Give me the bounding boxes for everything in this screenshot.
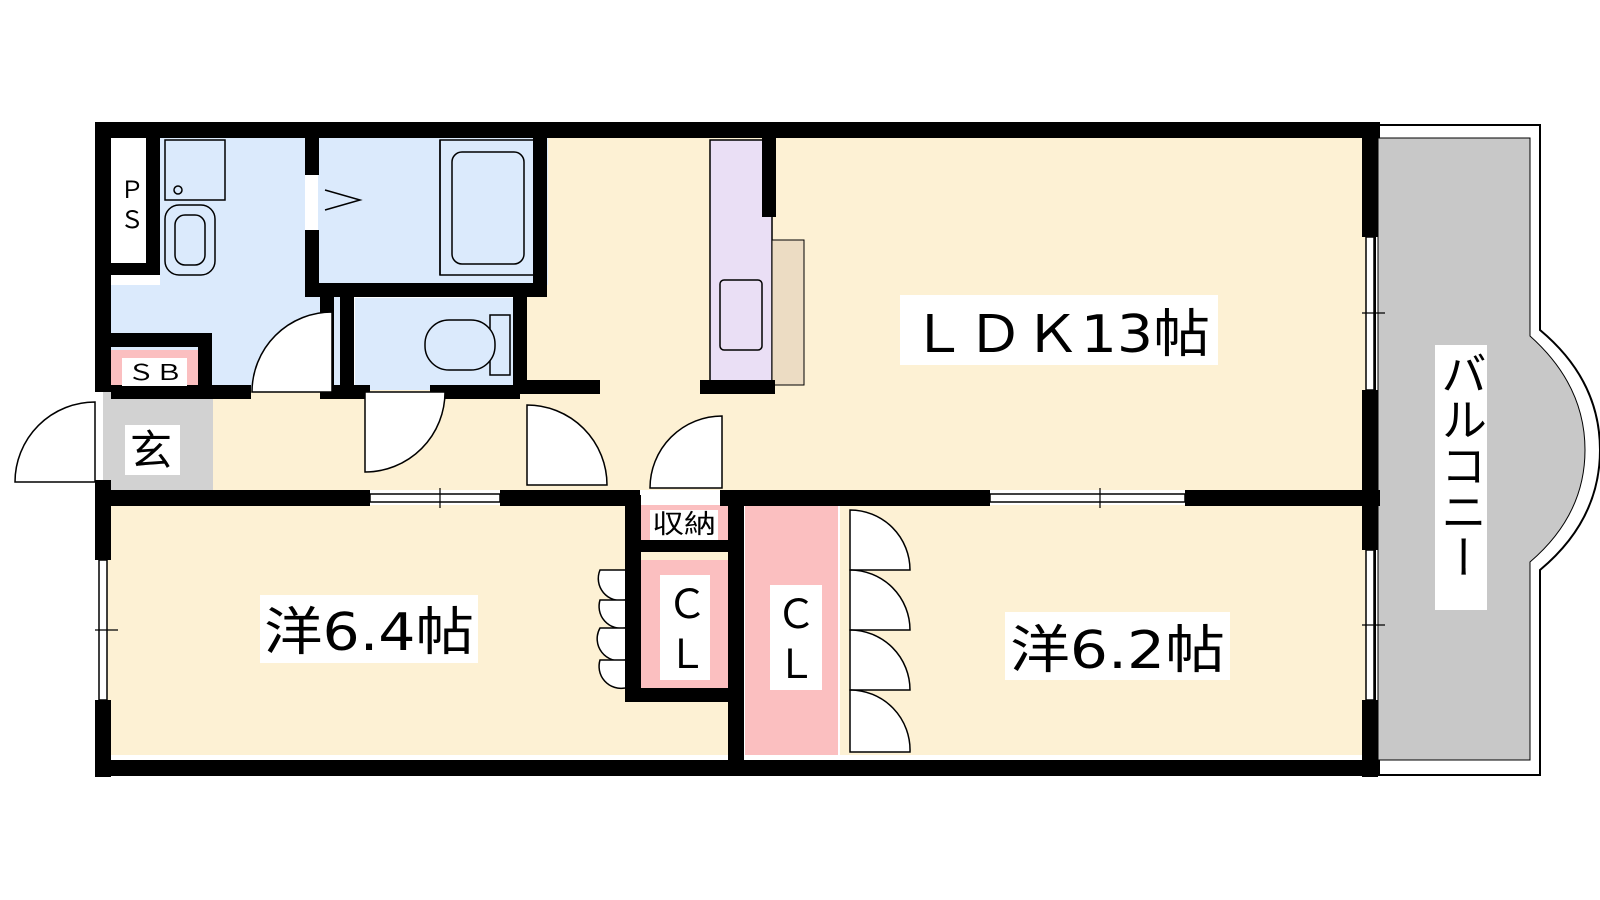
- ldk-label: ＬＤＫ13帖: [910, 305, 1210, 365]
- ldk-label-bg: [900, 295, 1218, 365]
- toilet-bowl: [424, 319, 496, 371]
- bathtub-inner: [451, 151, 525, 265]
- closet-a-label-bottom: Ｌ: [667, 632, 707, 678]
- kitchen-side-counter: [771, 239, 805, 386]
- closet-a-label-top: Ｃ: [667, 582, 707, 628]
- balcony-label-bg: [1435, 345, 1487, 610]
- washbasin-bowl-inner: [174, 214, 206, 266]
- western-b-label-bg: [1005, 612, 1230, 680]
- closet-b-label-bg: [770, 585, 822, 690]
- ps-label-bottom: Ｓ: [120, 206, 144, 234]
- window-sash-marks: [95, 312, 1385, 631]
- closet-b-label-top: Ｃ: [776, 592, 816, 638]
- shoe-box-label: ＳＢ: [127, 361, 183, 386]
- washbasin-bowl: [164, 204, 216, 276]
- storage-label: 収納: [652, 510, 716, 540]
- sb-label-bg: [122, 358, 187, 386]
- closet-b-door-3: [849, 629, 911, 691]
- western-a-label-bg: [260, 595, 478, 663]
- storage-label-bg: [650, 510, 718, 540]
- kitchen-sink: [719, 279, 763, 351]
- ps-label-bg: [113, 140, 146, 262]
- western-room-b-label: 洋6.2帖: [1010, 621, 1225, 681]
- washbasin-tap-icon: [173, 185, 183, 195]
- closet-b-door-2: [849, 569, 911, 631]
- ps-label-top: Ｐ: [120, 176, 144, 204]
- entrance-label: 玄: [130, 426, 172, 475]
- washroom-door: [251, 311, 333, 393]
- bedroom-a-door: [526, 404, 608, 486]
- closet-b-door-1: [849, 509, 911, 571]
- closet-a-label-bg: [660, 575, 710, 680]
- ldk-door: [649, 415, 723, 489]
- western-room-a-label: 洋6.4帖: [264, 603, 474, 663]
- closet-b-door-4: [849, 689, 911, 753]
- washbasin-counter: [164, 139, 226, 201]
- closet-b-label-bottom: Ｌ: [776, 642, 816, 688]
- balcony-label: バルコニー: [1434, 350, 1488, 580]
- entrance-door: [14, 401, 96, 483]
- closet-a-door-4: [598, 659, 626, 690]
- toilet-door: [364, 391, 446, 473]
- bath-door-leaf: [324, 189, 363, 211]
- entrance-label-bg: [125, 425, 180, 475]
- doors: [14, 311, 911, 753]
